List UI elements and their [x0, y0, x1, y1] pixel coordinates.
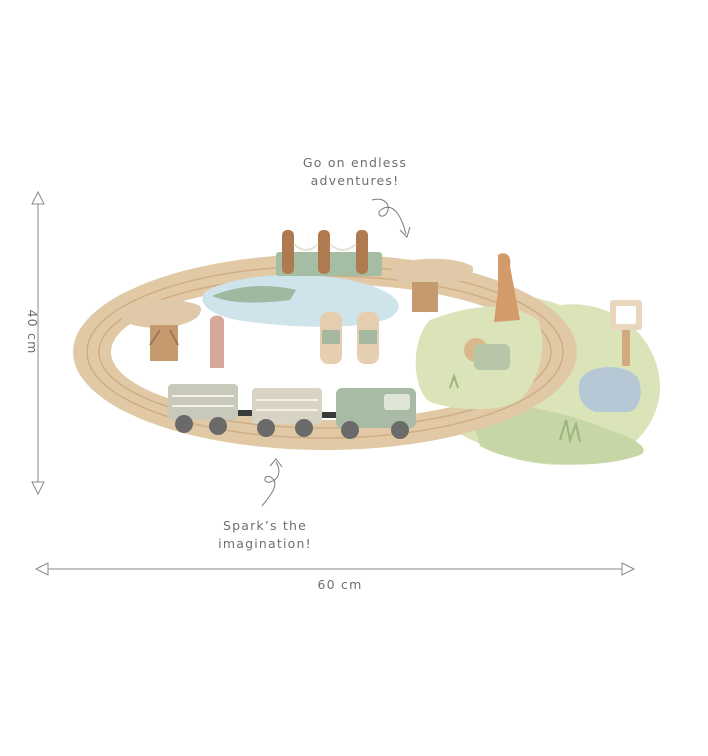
height-label: 40 cm — [25, 309, 40, 355]
doodle-arrow-top-head — [399, 226, 411, 238]
giraffe-figure — [494, 253, 520, 322]
explorer-figures — [320, 312, 379, 364]
doodle-arrow-bottom-head — [269, 458, 283, 468]
grass-tufts — [449, 372, 581, 444]
annotation-bottom-line1: Spark’s the — [222, 518, 308, 533]
annotation-bottom-line2: imagination! — [218, 536, 312, 551]
acacia-tree-right — [391, 258, 474, 312]
annotation-top-line1: Go on endless — [302, 155, 408, 170]
height-dimension-arrow — [31, 190, 45, 496]
width-dimension-arrow — [34, 562, 636, 576]
doodle-arrow-top — [371, 198, 407, 235]
rope-bridge — [276, 230, 382, 276]
width-label: 60 cm — [317, 577, 363, 592]
annotation-top: Go on endless adventures! — [280, 154, 430, 190]
elephant-figure — [578, 366, 641, 412]
savanna-grass-mat-shade — [470, 406, 644, 465]
elephant-sign — [610, 300, 642, 366]
doodle-arrow-bottom — [261, 461, 280, 507]
safari-train — [168, 384, 416, 439]
annotation-bottom: Spark’s the imagination! — [195, 517, 335, 553]
flamingo-figure — [210, 315, 224, 368]
annotation-top-line2: adventures! — [310, 173, 400, 188]
lion-figure — [464, 338, 510, 370]
crocodile — [212, 286, 296, 303]
acacia-tree-left — [119, 299, 201, 361]
